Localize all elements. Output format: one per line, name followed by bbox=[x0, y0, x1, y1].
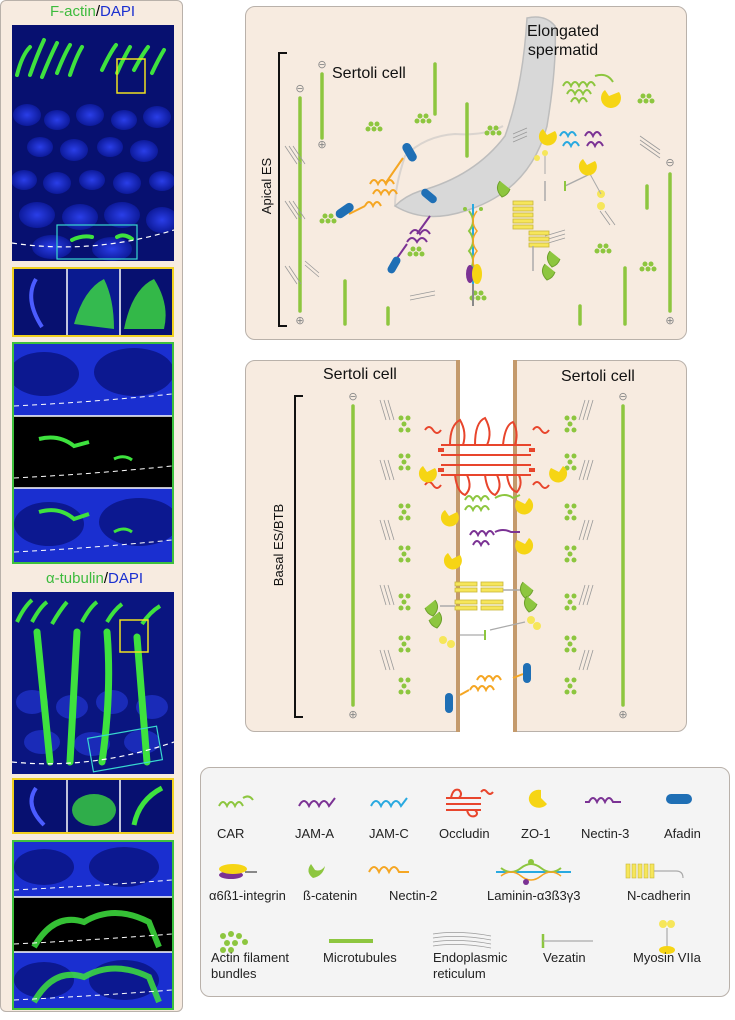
n-cadherin-icon bbox=[625, 863, 684, 879]
apical-sertoli-label: Sertoli cell bbox=[332, 65, 406, 82]
legend-label-jam-c: JAM-C bbox=[369, 826, 409, 841]
apical-es-side-label: Apical ES bbox=[259, 157, 274, 214]
laminin-icon bbox=[496, 859, 571, 885]
legend-label-integrin: α6ß1-integrin bbox=[209, 888, 286, 903]
jam-a-icon bbox=[298, 797, 336, 809]
factin-basal-zoom bbox=[12, 342, 174, 564]
legend-label-myosin: Myosin VIIa bbox=[633, 950, 701, 965]
occludin-icon bbox=[446, 788, 494, 818]
tubulin-basal-zoom-art bbox=[14, 842, 172, 1008]
basal-sertoli-left-label: Sertoli cell bbox=[323, 366, 397, 383]
svg-text:⊖: ⊖ bbox=[665, 156, 674, 169]
svg-text:⊕: ⊕ bbox=[618, 708, 627, 721]
tubulin-main-micrograph-art bbox=[12, 592, 174, 774]
tubulin-main-micrograph bbox=[12, 592, 174, 774]
legend-label-occludin: Occludin bbox=[439, 826, 490, 841]
jam-c-icon bbox=[370, 797, 408, 809]
factin-basal-zoom-art bbox=[14, 344, 172, 562]
legend-label-vezatin: Vezatin bbox=[543, 950, 586, 965]
tubulin-apical-zoom-art bbox=[14, 780, 172, 832]
legend-label-afadin: Afadin bbox=[664, 826, 701, 841]
integrin-icon bbox=[219, 864, 257, 879]
afadin-icon bbox=[666, 794, 692, 804]
legend-label-beta-catenin: ß-catenin bbox=[303, 888, 358, 903]
legend-label-nectin-2: Nectin-2 bbox=[389, 888, 438, 903]
tubulin-dapi-title: α-tubulin/DAPI bbox=[45, 570, 144, 587]
nectin-3-icon bbox=[585, 797, 621, 805]
svg-text:⊖: ⊖ bbox=[295, 82, 304, 95]
legend-panel: CAR JAM-A JAM-C Occludin ZO-1 Nectin-3 A… bbox=[200, 767, 730, 997]
legend-label-n-cadherin: N-cadherin bbox=[627, 888, 691, 903]
factin-apical-zoom bbox=[12, 267, 174, 337]
apical-es-diagram: ⊖ ⊖ ⊕ ⊖ ⊕ ⊕ bbox=[259, 16, 675, 327]
myosin-icon bbox=[659, 920, 675, 954]
svg-text:⊖: ⊖ bbox=[348, 390, 357, 403]
legend-label-er: Endoplasmic reticulum bbox=[433, 950, 508, 981]
svg-text:⊖: ⊖ bbox=[618, 390, 627, 403]
svg-text:⊕: ⊕ bbox=[317, 138, 326, 151]
basal-es-diagram: ⊖ ⊖ ⊕ ⊕ bbox=[271, 360, 628, 732]
tubulin-basal-zoom bbox=[12, 840, 174, 1010]
spermatid-label: Elongated spermatid bbox=[527, 23, 600, 59]
factin-apical-zoom-art bbox=[14, 269, 172, 335]
tubulin-apical-zoom bbox=[12, 778, 174, 834]
factin-dapi-title: F-actin/DAPI bbox=[49, 3, 136, 20]
legend-label-laminin: Laminin-α3ß3γ3 bbox=[487, 888, 581, 903]
legend-label-jam-a: JAM-A bbox=[295, 826, 334, 841]
legend-label-nectin-3: Nectin-3 bbox=[581, 826, 630, 841]
legend-icons bbox=[218, 788, 692, 954]
svg-text:⊕: ⊕ bbox=[348, 708, 357, 721]
svg-text:⊕: ⊕ bbox=[295, 314, 304, 327]
beta-catenin-icon bbox=[308, 864, 325, 878]
nectin-2-icon bbox=[368, 866, 409, 875]
zo-1-icon bbox=[528, 789, 547, 808]
er-icon bbox=[432, 932, 492, 949]
legend-label-zo-1: ZO-1 bbox=[521, 826, 551, 841]
actin-bundle-icon bbox=[220, 931, 248, 953]
factin-main-micrograph bbox=[12, 25, 174, 261]
legend-label-microtubules: Microtubules bbox=[323, 950, 397, 965]
legend-label-car: CAR bbox=[217, 826, 245, 841]
basal-es-side-label: Basal ES/BTB bbox=[271, 504, 286, 586]
svg-text:⊖: ⊖ bbox=[317, 58, 326, 71]
car-icon bbox=[218, 795, 254, 809]
svg-text:⊕: ⊕ bbox=[665, 314, 674, 327]
factin-main-micrograph-art bbox=[12, 25, 174, 261]
basal-sertoli-right-label: Sertoli cell bbox=[561, 368, 635, 385]
legend-label-actin: Actin filament bundles bbox=[211, 950, 290, 981]
vezatin-icon bbox=[541, 934, 593, 948]
